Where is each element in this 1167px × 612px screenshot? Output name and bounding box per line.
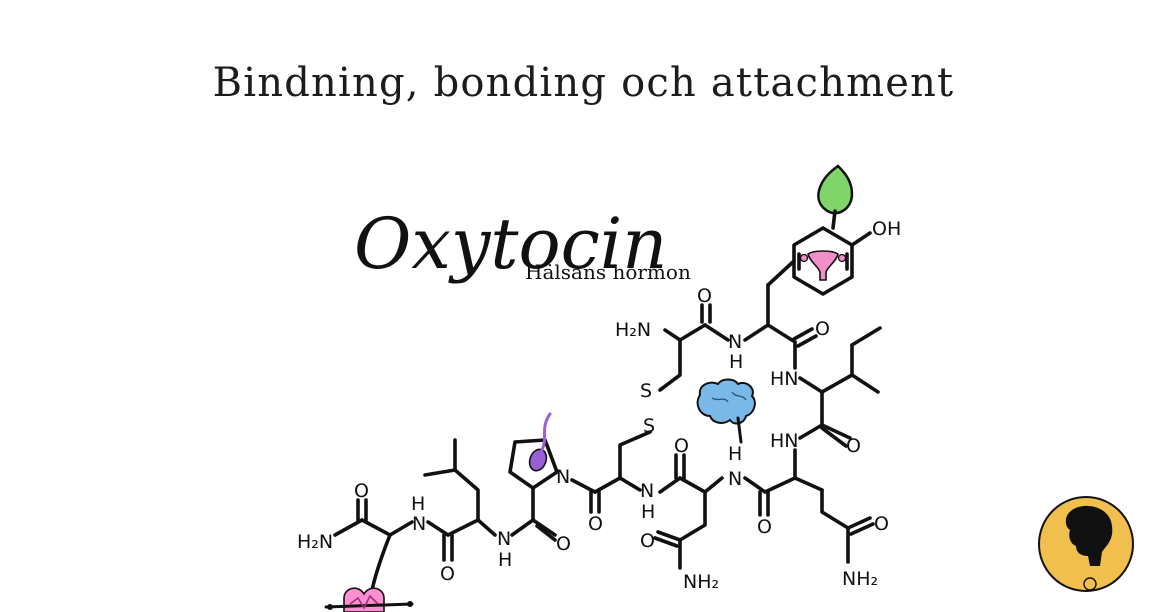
- uterus-icon: [799, 250, 847, 281]
- atom-h: H: [498, 549, 512, 571]
- atom-h: H: [729, 351, 743, 373]
- atom-o: O: [846, 435, 861, 457]
- atom-o: O: [588, 513, 603, 535]
- atom-o: O: [640, 530, 655, 552]
- brain-icon: [696, 378, 756, 444]
- molecule-name: Oxytocin: [354, 203, 667, 285]
- atom-oh: OH: [872, 218, 901, 240]
- atom-o: O: [440, 563, 455, 585]
- atom-o: O: [874, 513, 889, 535]
- bonds: [333, 283, 882, 592]
- atom-h: H: [641, 501, 655, 523]
- atom-hn: HN: [770, 430, 799, 452]
- atom-n: N: [640, 480, 654, 502]
- page-title: Bindning, bonding och attachment: [212, 60, 955, 106]
- atom-hn: HN: [770, 368, 799, 390]
- atom-n: N: [728, 331, 742, 353]
- atom-n: N: [412, 513, 426, 535]
- atom-h2n: H₂N: [297, 531, 333, 553]
- tyrosine-ring: [766, 226, 872, 296]
- atom-h: H: [411, 493, 425, 515]
- molecule-tagline: Hälsans hormon: [525, 260, 691, 284]
- atom-n: N: [556, 466, 570, 488]
- atom-s: S: [640, 380, 652, 402]
- atom-o: O: [815, 318, 830, 340]
- atom-o: O: [556, 533, 571, 555]
- atom-nh2: NH₂: [683, 571, 719, 593]
- atom-h2n: H₂N: [615, 319, 651, 341]
- logo-icon: [1038, 496, 1134, 592]
- atom-o: O: [697, 285, 712, 307]
- sperm-icon: [528, 412, 552, 472]
- atom-n: N: [728, 468, 742, 490]
- leaf-icon: [817, 164, 854, 230]
- heart-icon: [324, 587, 414, 612]
- atom-n: N: [497, 528, 511, 550]
- atom-o: O: [354, 480, 369, 502]
- atom-o: O: [674, 435, 689, 457]
- atom-s: S: [643, 415, 655, 437]
- atom-o: O: [757, 516, 772, 538]
- atom-nh2: NH₂: [842, 568, 878, 590]
- atom-h: H: [728, 443, 742, 465]
